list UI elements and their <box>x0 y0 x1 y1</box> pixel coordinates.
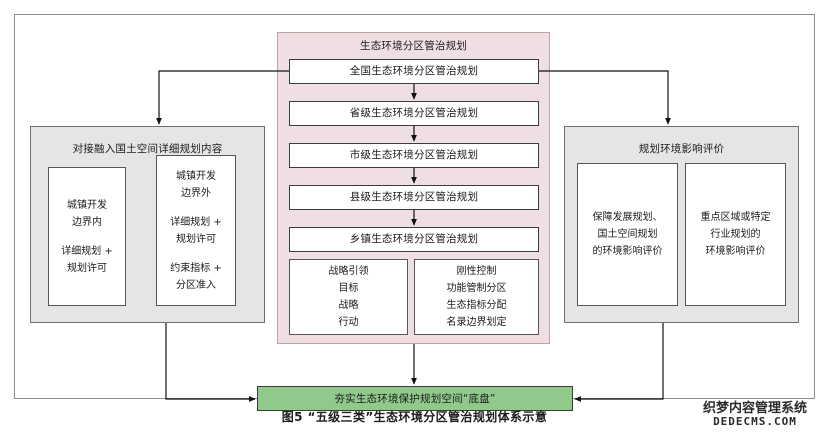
card-line: 分区准入 <box>176 279 216 291</box>
left-panel-title: 对接融入国土空间详细规划内容 <box>72 143 223 155</box>
card-key-region-or-sector-plan-eia[interactable]: 重点区域或特定 行业规划的 环境影响评价 <box>685 163 786 306</box>
chain-box-municipal[interactable]: 市级生态环境分区管治规划 <box>289 143 539 168</box>
card-line: 约束指标 + <box>170 262 222 274</box>
figure-caption: 图5 “五级三类”生态环境分区管治规划体系示意 <box>281 410 548 424</box>
card-line: 边界内 <box>72 216 102 228</box>
card-line: 城镇开发 <box>67 199 107 211</box>
card-line: 环境影响评价 <box>705 246 766 257</box>
chain-box-national[interactable]: 全国生态环境分区管治规划 <box>289 59 539 84</box>
card-line: 国土空间规划 <box>597 229 658 240</box>
card-line: 刚性控制 <box>456 266 497 277</box>
card-line: 边界外 <box>181 187 211 199</box>
card-line: 战略引领 <box>328 266 369 277</box>
card-line: 详细规划 + <box>61 245 113 257</box>
card-line: 行业规划的 <box>710 229 761 240</box>
watermark: 织梦内容管理系统 DEDECMS.COM <box>687 402 823 427</box>
card-strategy-guidance[interactable]: 战略引领 目标 战略 行动 <box>289 259 408 335</box>
card-inside-urban-boundary[interactable]: 城镇开发 边界内 详细规划 + 规划许可 <box>48 167 126 306</box>
watermark-cn-text: 织梦内容管理系统 <box>702 401 807 416</box>
card-outside-urban-boundary[interactable]: 城镇开发 边界外 详细规划 + 规划许可 约束指标 + 分区准入 <box>156 155 236 306</box>
card-line: 生态指标分配 <box>446 300 507 311</box>
center-panel-title: 生态环境分区管治规划 <box>360 40 467 52</box>
chain-box-county[interactable]: 县级生态环境分区管治规划 <box>289 185 539 210</box>
card-line: 的环境影响评价 <box>592 246 663 257</box>
card-line: 重点区域或特定 <box>700 212 771 223</box>
watermark-en-text: DEDECMS.COM <box>713 414 797 428</box>
card-line: 战略 <box>338 300 359 311</box>
chain-box-township[interactable]: 乡镇生态环境分区管治规划 <box>289 227 539 252</box>
card-line: 功能管制分区 <box>446 283 507 294</box>
card-line: 规划许可 <box>176 233 216 245</box>
card-line: 保障发展规划、 <box>592 212 663 223</box>
card-line: 规划许可 <box>67 262 107 274</box>
card-development-and-territorial-plan-eia[interactable]: 保障发展规划、 国土空间规划 的环境影响评价 <box>577 163 678 306</box>
bottom-summary-bar[interactable]: 夯实生态环境保护规划空间“底盘” <box>257 386 573 411</box>
card-rigid-control[interactable]: 刚性控制 功能管制分区 生态指标分配 名录边界划定 <box>414 259 539 335</box>
chain-box-provincial[interactable]: 省级生态环境分区管治规划 <box>289 101 539 126</box>
card-line: 详细规划 + <box>170 216 222 228</box>
right-panel-title: 规划环境影响评价 <box>638 143 725 155</box>
card-line: 名录边界划定 <box>446 317 507 328</box>
card-line: 目标 <box>338 283 359 294</box>
card-line: 城镇开发 <box>176 170 216 182</box>
card-line: 行动 <box>338 317 359 328</box>
